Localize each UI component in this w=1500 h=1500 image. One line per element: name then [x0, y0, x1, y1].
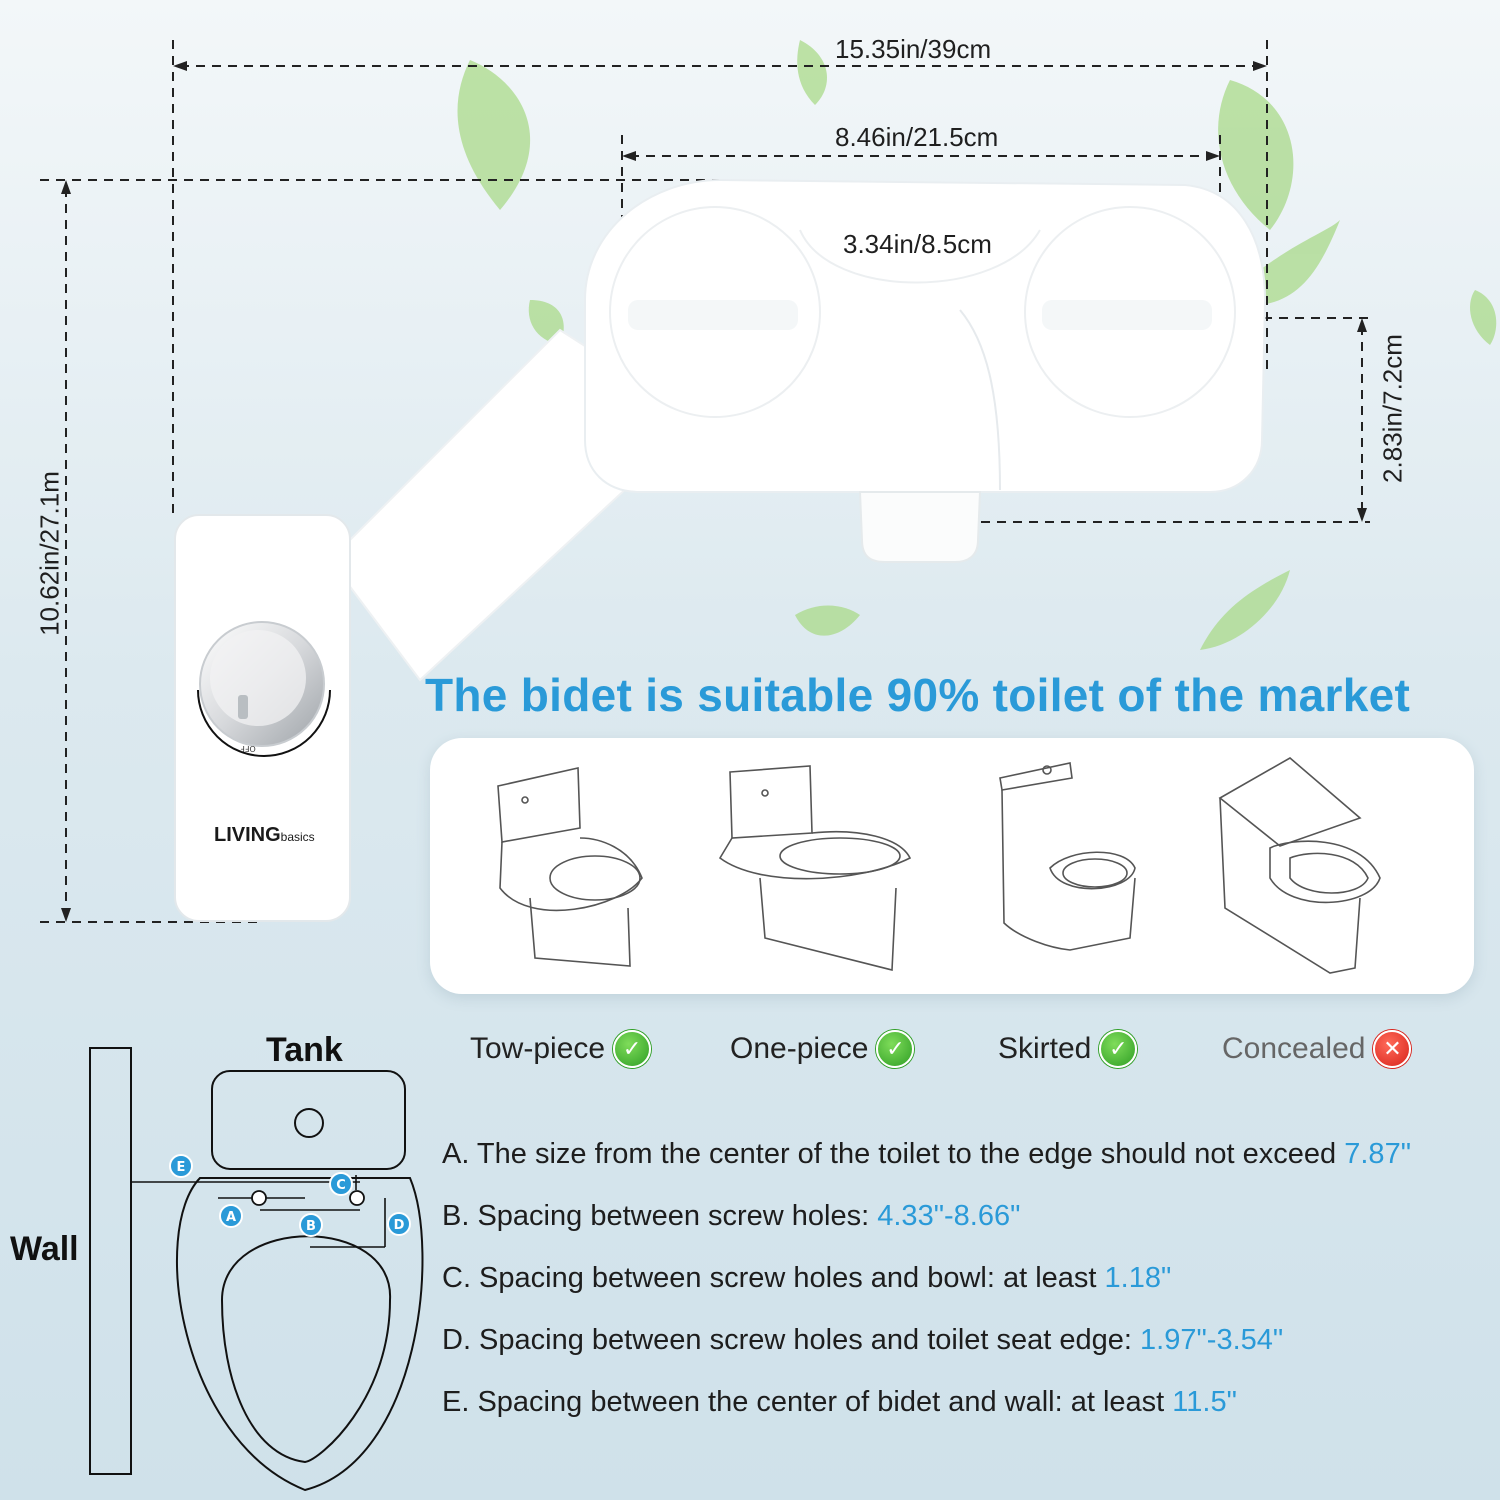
dim-inner-gap: 3.34in/8.5cm [843, 229, 992, 259]
spec-c: C. Spacing between screw holes and bowl:… [442, 1262, 1171, 1295]
one-piece-toilet-drawing [718, 765, 912, 972]
type-skirted: Skirted ✓ [998, 1030, 1138, 1068]
skirted-toilet-drawing [999, 762, 1136, 951]
check-icon: ✓ [1099, 1030, 1138, 1068]
type-concealed-label: Concealed [1222, 1032, 1366, 1065]
type-two-piece-label: Tow-piece [470, 1032, 606, 1065]
type-concealed: Concealed ✕ [1222, 1030, 1412, 1068]
spec-b-text: B. Spacing between screw holes: [442, 1200, 878, 1232]
marker-d: D [394, 1218, 405, 1233]
spec-d-text: D. Spacing between screw holes and toile… [442, 1324, 1141, 1356]
marker-c: C [336, 1178, 346, 1193]
spec-c-value: 1.18" [1104, 1262, 1172, 1294]
toilet-line-drawings [497, 757, 1381, 974]
brand-main: LIVING [214, 824, 281, 846]
spec-b: B. Spacing between screw holes: 4.33"-8.… [442, 1200, 1020, 1233]
spec-d-value: 1.97"-3.54" [1140, 1324, 1284, 1356]
type-one-piece-label: One-piece [730, 1032, 869, 1065]
dim-depth: 2.83in/7.2cm [1377, 334, 1408, 483]
svg-text:OFF: OFF [240, 744, 256, 753]
brand-logo: LIVINGbasics [214, 824, 315, 847]
marker-b: B [306, 1219, 316, 1234]
two-piece-toilet-drawing [497, 767, 643, 967]
check-icon: ✓ [876, 1030, 915, 1068]
dim-overall-width: 15.35in/39cm [835, 34, 992, 64]
spec-b-value: 4.33"-8.66" [877, 1200, 1021, 1232]
type-two-piece: Tow-piece ✓ [470, 1030, 652, 1068]
cross-icon: ✕ [1373, 1030, 1412, 1068]
spec-c-text: C. Spacing between screw holes and bowl:… [442, 1262, 1105, 1294]
toilet-types-panel [430, 738, 1474, 994]
marker-a: A [226, 1210, 236, 1225]
spec-d: D. Spacing between screw holes and toile… [442, 1324, 1283, 1357]
spec-e: E. Spacing between the center of bidet a… [442, 1386, 1237, 1419]
measurement-diagram: E A B C D [89, 1047, 424, 1492]
spec-a-text: A. The size from the center of the toile… [442, 1138, 1345, 1170]
tank-label: Tank [266, 1031, 343, 1069]
spec-a: A. The size from the center of the toile… [442, 1138, 1411, 1171]
check-icon: ✓ [613, 1030, 652, 1068]
headline: The bidet is suitable 90% toilet of the … [425, 669, 1411, 721]
brand-sub: basics [280, 830, 315, 844]
type-skirted-label: Skirted [998, 1032, 1092, 1065]
type-one-piece: One-piece ✓ [730, 1030, 915, 1068]
spec-e-text: E. Spacing between the center of bidet a… [442, 1386, 1173, 1418]
concealed-toilet-drawing [1218, 757, 1381, 974]
dim-nozzle-span: 8.46in/21.5cm [835, 122, 999, 152]
wall-label: Wall [10, 1230, 79, 1268]
spec-a-value: 7.87" [1344, 1138, 1411, 1170]
spec-e-value: 11.5" [1172, 1386, 1237, 1418]
marker-e: E [177, 1160, 186, 1175]
